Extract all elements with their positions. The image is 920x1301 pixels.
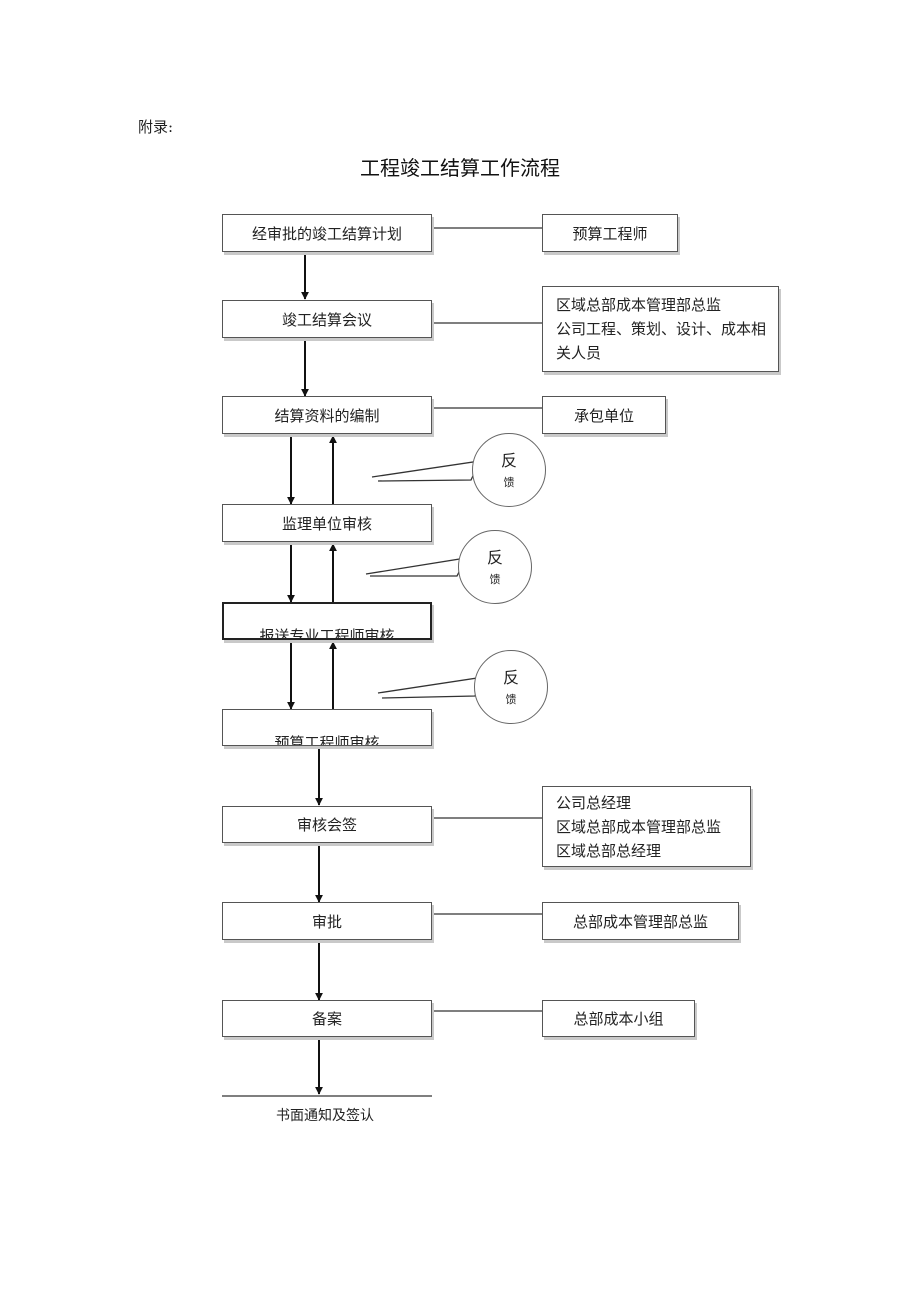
- step-engineer-label: 报送专业工程师审核: [259, 627, 395, 640]
- role-meeting-box: 区域总部成本管理部总监 公司工程、策划、设计、成本相 关人员: [542, 286, 779, 372]
- role-approve-label: 总部成本管理部总监: [572, 912, 708, 931]
- step-meeting-label: 竣工结算会议: [281, 310, 372, 329]
- step-compile-box: 结算资料的编制: [222, 396, 432, 434]
- step-budget-box: 预算工程师审核: [222, 709, 432, 746]
- step-supervision-box: 监理单位审核: [222, 504, 432, 542]
- page-title: 工程竣工结算工作流程: [360, 156, 560, 180]
- role-approve-box: 总部成本管理部总监: [542, 902, 739, 940]
- feedback-circle-1: 反 馈: [472, 433, 546, 507]
- step-plan-label: 经审批的竣工结算计划: [251, 224, 402, 243]
- step-plan-box: 经审批的竣工结算计划: [222, 214, 432, 252]
- feedback-3-big: 反: [502, 668, 519, 687]
- end-text: 书面通知及签认: [276, 1108, 374, 1124]
- feedback-2-big: 反: [486, 548, 503, 567]
- feedback-3-small: 馈: [505, 693, 517, 706]
- feedback-1-small: 馈: [503, 476, 515, 489]
- step-approve-box: 审批: [222, 902, 432, 940]
- step-supervision-label: 监理单位审核: [281, 514, 372, 533]
- appendix-label: 附录:: [138, 118, 174, 136]
- role-countersign-line-3: 区域总部总经理: [556, 841, 662, 860]
- role-compile-box: 承包单位: [542, 396, 666, 434]
- feedback-pointer-1: [371, 460, 482, 482]
- step-countersign-label: 审核会签: [296, 816, 357, 834]
- feedback-pointer-2: [365, 557, 468, 577]
- role-meeting-line-3: 关人员: [556, 344, 602, 362]
- role-archive-box: 总部成本小组: [542, 1000, 695, 1037]
- step-compile-label: 结算资料的编制: [274, 406, 380, 425]
- feedback-2-small: 馈: [489, 573, 501, 586]
- role-plan-label: 预算工程师: [572, 224, 648, 243]
- role-countersign-box: 公司总经理 区域总部成本管理部总监 区域总部总经理: [542, 786, 751, 867]
- step-engineer-box: 报送专业工程师审核: [222, 602, 432, 640]
- step-budget-label: 预算工程师审核: [274, 734, 380, 746]
- role-countersign-line-2: 区域总部成本管理部总监: [556, 817, 722, 836]
- feedback-circle-2: 反 馈: [458, 530, 532, 604]
- role-archive-label: 总部成本小组: [573, 1010, 664, 1028]
- feedback-pointer-3: [377, 676, 486, 699]
- role-meeting-line-1: 区域总部成本管理部总监: [556, 296, 722, 314]
- feedback-1-big: 反: [500, 451, 517, 470]
- feedback-circle-3: 反 馈: [474, 650, 548, 724]
- step-archive-box: 备案: [222, 1000, 432, 1037]
- step-countersign-box: 审核会签: [222, 806, 432, 843]
- step-archive-label: 备案: [311, 1010, 342, 1028]
- step-approve-label: 审批: [311, 912, 342, 931]
- role-countersign-line-1: 公司总经理: [556, 793, 632, 812]
- role-meeting-line-2: 公司工程、策划、设计、成本相: [556, 320, 767, 338]
- step-meeting-box: 竣工结算会议: [222, 300, 432, 338]
- role-compile-label: 承包单位: [573, 406, 634, 425]
- role-plan-box: 预算工程师: [542, 214, 678, 252]
